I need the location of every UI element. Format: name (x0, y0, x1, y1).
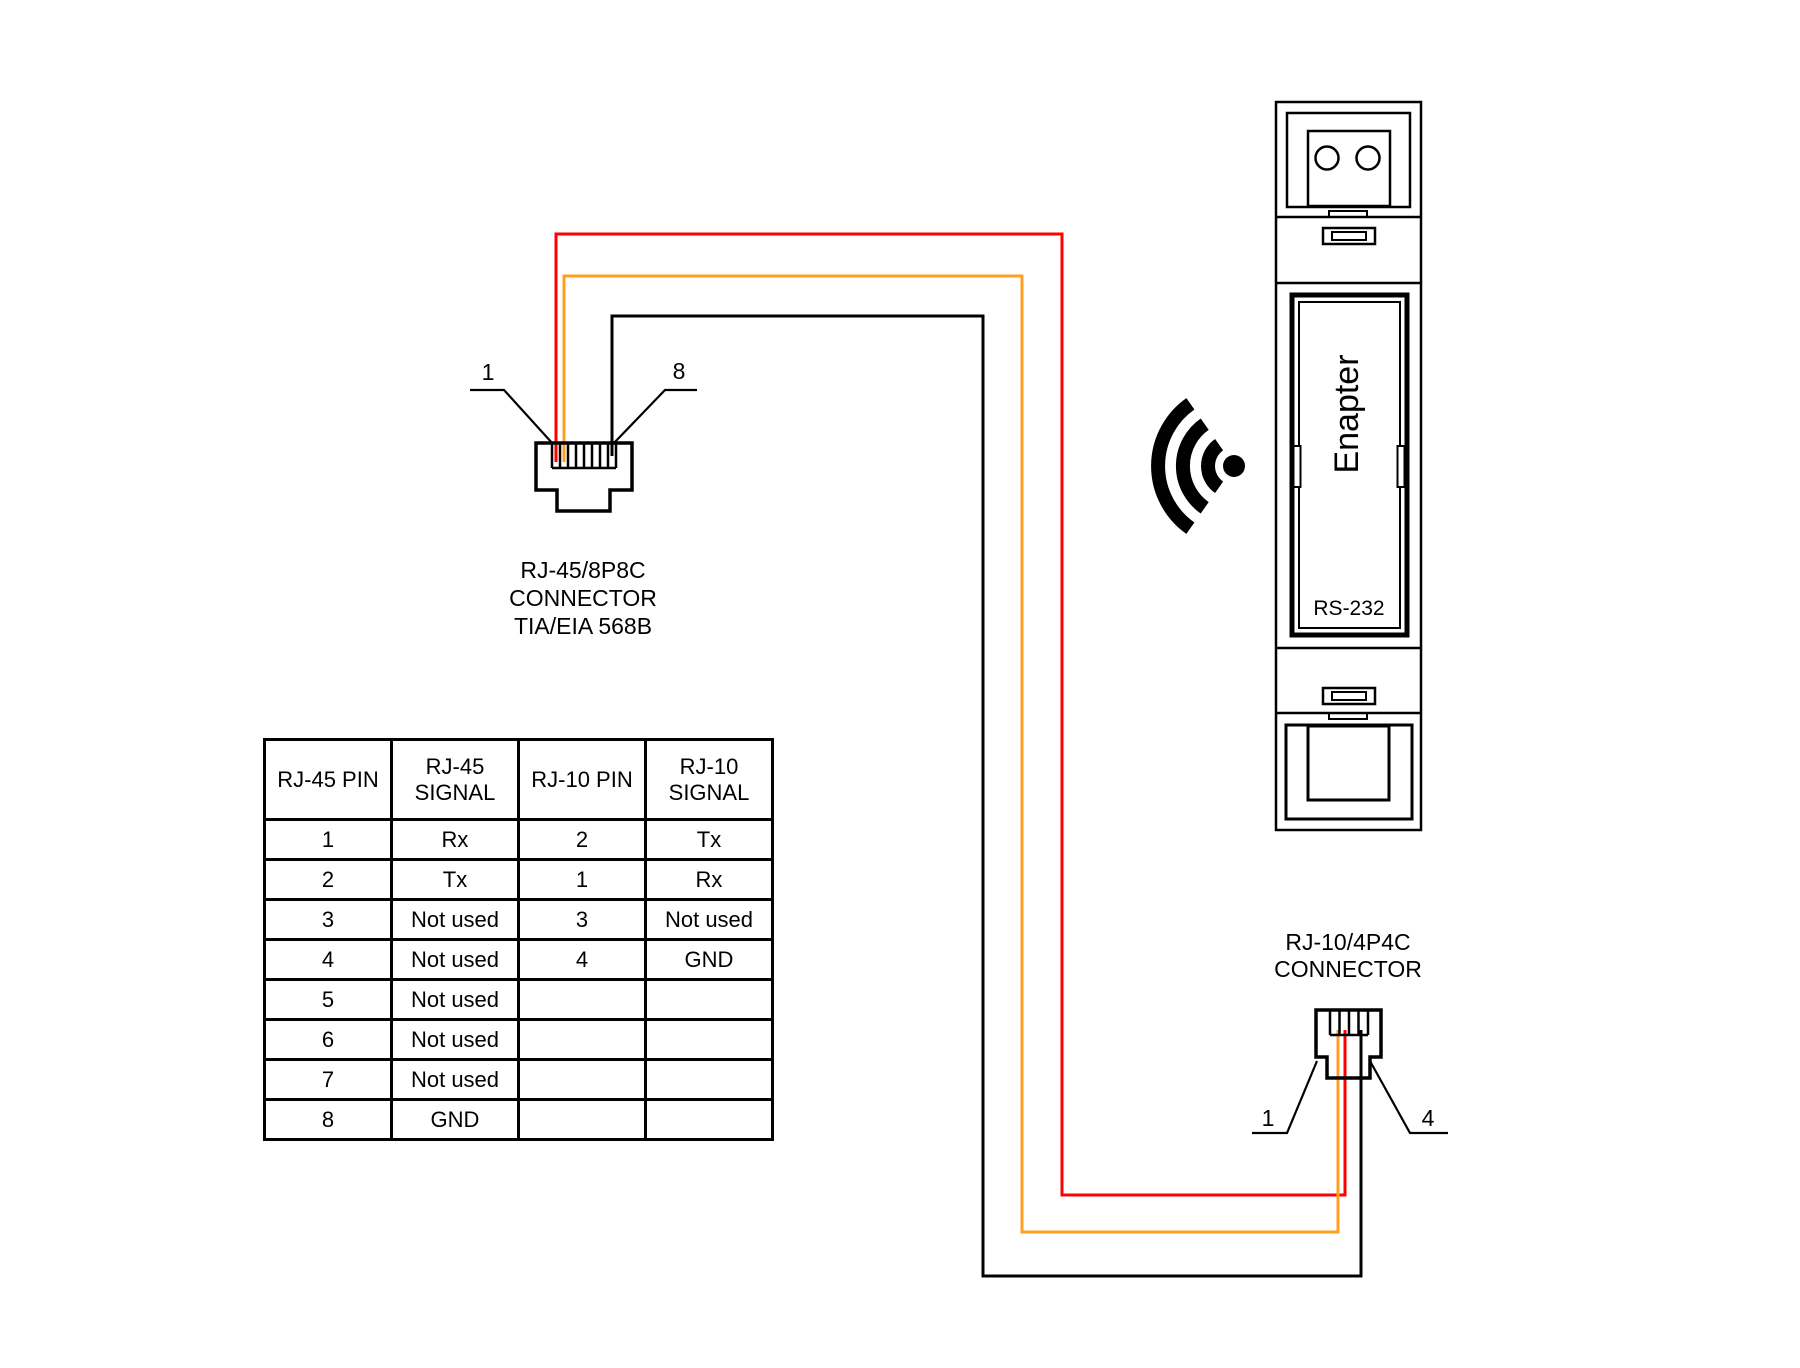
top-latch (1321, 226, 1377, 246)
rj10-pin-slots (1328, 1010, 1370, 1037)
table-cell: Rx (644, 858, 774, 901)
table-row: 6 Not used (263, 1018, 774, 1061)
rj45-connector-drawing (534, 441, 634, 513)
main-body-outer (1289, 292, 1410, 638)
pinout-table: RJ-45 PIN RJ-45 SIGNAL RJ-10 PIN RJ-10 S… (263, 738, 774, 1141)
table-cell: 3 (263, 898, 393, 941)
table-cell (644, 1018, 774, 1061)
wire-red (554, 232, 1347, 1197)
table-cell: GND (390, 1098, 520, 1141)
rj45-pin-slots (550, 443, 618, 470)
table-cell: 1 (517, 858, 647, 901)
device-brand-label: Enapter (1328, 354, 1366, 474)
rj45-pin8-label: 8 (672, 358, 686, 384)
rj10-connector-caption: RJ-10/4P4C CONNECTOR (1274, 929, 1422, 982)
table-cell: 6 (263, 1018, 393, 1061)
table-cell (644, 1098, 774, 1141)
device-outline (1274, 100, 1423, 832)
table-row: 5 Not used (263, 978, 774, 1021)
table-cell (644, 978, 774, 1021)
table-cell: Tx (644, 818, 774, 861)
wire-black (610, 314, 1363, 1278)
table-row: 4 Not used 4 GND (263, 938, 774, 981)
bottom-latch (1321, 686, 1377, 706)
table-cell: 5 (263, 978, 393, 1021)
table-cell: Tx (390, 858, 520, 901)
enapter-device-drawing (1274, 100, 1423, 832)
wifi-icon (1151, 398, 1245, 534)
table-cell: 1 (263, 818, 393, 861)
terminal-hole-left (1314, 145, 1340, 171)
pinout-header-cell: RJ-10 PIN (517, 738, 647, 821)
bottom-notch (1328, 712, 1368, 720)
table-row: 1 Rx 2 Tx (263, 818, 774, 861)
pinout-header-cell: RJ-10 SIGNAL (644, 738, 774, 821)
top-terminal-opening (1306, 129, 1392, 208)
table-row: 2 Tx 1 Rx (263, 858, 774, 901)
side-clip-right (1396, 445, 1406, 488)
table-row: 3 Not used 3 Not used (263, 898, 774, 941)
table-cell: 4 (517, 938, 647, 981)
bottom-terminal-block (1284, 723, 1414, 821)
table-cell: GND (644, 938, 774, 981)
rj45-body (534, 441, 634, 513)
top-latch-inner (1331, 231, 1367, 241)
table-cell: Not used (390, 1018, 520, 1061)
table-cell (644, 1058, 774, 1101)
table-cell: Not used (390, 898, 520, 941)
table-cell: 7 (263, 1058, 393, 1101)
pinout-header-cell: RJ-45 SIGNAL (390, 738, 520, 821)
table-cell: 2 (517, 818, 647, 861)
table-row: 8 GND (263, 1098, 774, 1141)
rj10-pin4-label: 4 (1421, 1105, 1435, 1131)
rj45-connector-caption: RJ-45/8P8C CONNECTOR TIA/EIA 568B (509, 557, 657, 639)
side-clip-left (1292, 445, 1302, 488)
terminal-hole-right (1355, 145, 1381, 171)
table-cell: 4 (263, 938, 393, 981)
device-port-label: RS-232 (1313, 597, 1385, 620)
table-cell: Not used (390, 1058, 520, 1101)
table-cell: Not used (644, 898, 774, 941)
rj45-pin1-label: 1 (481, 359, 495, 385)
table-cell (517, 1018, 647, 1061)
rj10-body (1314, 1008, 1383, 1080)
pinout-header-cell: RJ-45 PIN (263, 738, 393, 821)
wire-orange (562, 274, 1340, 1234)
table-cell: Not used (390, 938, 520, 981)
bottom-latch-inner (1331, 691, 1367, 701)
table-cell (517, 1058, 647, 1101)
table-row: 7 Not used (263, 1058, 774, 1101)
bottom-terminal-opening (1306, 724, 1391, 802)
table-cell: 3 (517, 898, 647, 941)
table-cell (517, 978, 647, 1021)
table-cell: Not used (390, 978, 520, 1021)
pinout-header-row: RJ-45 PIN RJ-45 SIGNAL RJ-10 PIN RJ-10 S… (263, 738, 774, 821)
top-terminal-block (1285, 111, 1412, 209)
rj10-pin1-label: 1 (1261, 1105, 1275, 1131)
table-cell (517, 1098, 647, 1141)
table-cell: Rx (390, 818, 520, 861)
rj10-connector-drawing (1314, 1008, 1383, 1080)
table-cell: 8 (263, 1098, 393, 1141)
top-notch (1328, 210, 1368, 218)
rj45-pin-leader-lines (470, 388, 697, 445)
table-cell: 2 (263, 858, 393, 901)
rj10-pin-leader-lines (1252, 1060, 1448, 1135)
cable-wires (554, 232, 1363, 1278)
